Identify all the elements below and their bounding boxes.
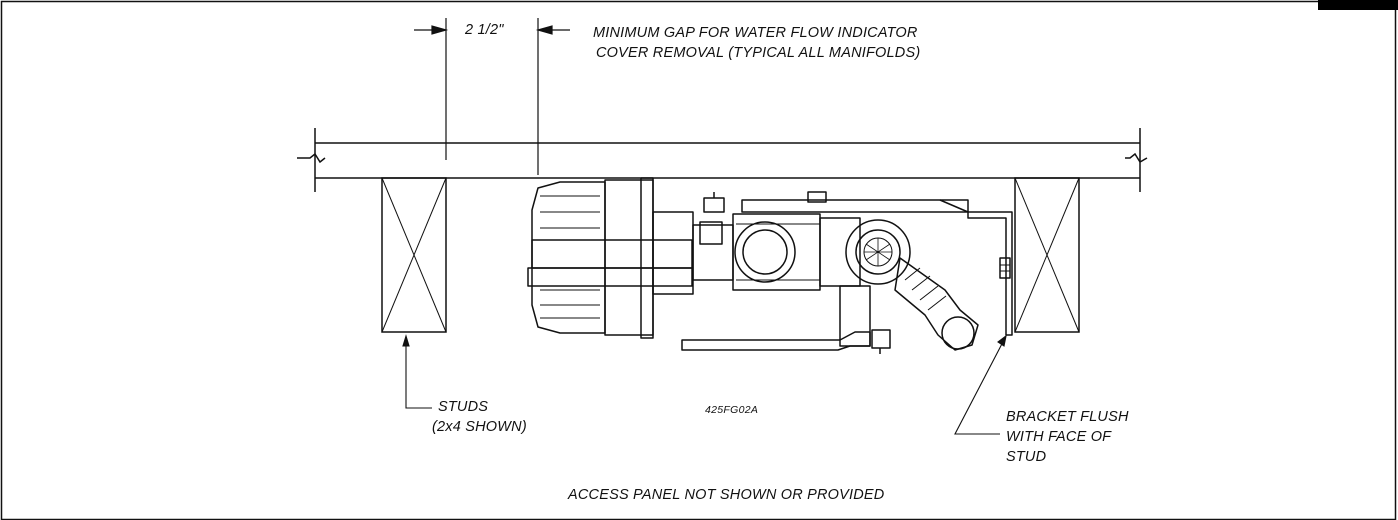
bracket-label-line-1: BRACKET FLUSH xyxy=(1006,409,1129,425)
drawing-number: 425FG02A xyxy=(705,404,759,416)
bracket-label-line-3: STUD xyxy=(1006,449,1047,465)
leader-lines xyxy=(402,334,1007,435)
gap-note-line-2: COVER REMOVAL (TYPICAL ALL MANIFOLDS) xyxy=(596,45,921,61)
studs-label-line-2: (2x4 SHOWN) xyxy=(432,419,527,435)
manifold-assembly xyxy=(527,177,1013,354)
gap-dimension xyxy=(414,18,570,175)
right-stud xyxy=(1014,177,1080,333)
bracket-label-line-2: WITH FACE OF xyxy=(1006,429,1112,445)
left-stud xyxy=(381,177,447,333)
access-panel-note: ACCESS PANEL NOT SHOWN OR PROVIDED xyxy=(568,487,885,503)
wall-panel xyxy=(297,128,1148,192)
gap-dimension-label: 2 1/2" xyxy=(465,22,504,38)
corner-tab xyxy=(1318,0,1398,10)
gap-note-line-1: MINIMUM GAP FOR WATER FLOW INDICATOR xyxy=(593,25,918,41)
studs-label-line-1: STUDS xyxy=(438,399,489,415)
